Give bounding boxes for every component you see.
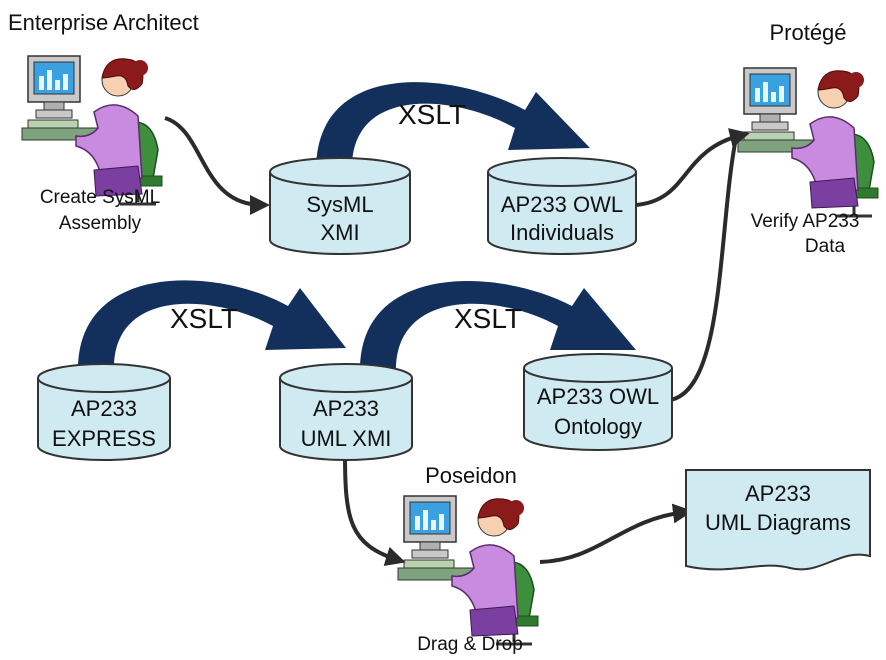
owl-individuals-line2: Individuals xyxy=(510,220,614,245)
xslt-arrow-top: XSLT xyxy=(316,82,590,170)
uml-xmi-line2: UML XMI xyxy=(301,426,392,451)
enterprise-architect-label: Enterprise Architect xyxy=(8,10,199,35)
uml-xmi-cylinder: AP233 UML XMI xyxy=(279,363,413,461)
owl-ontology-cylinder: AP233 OWL Ontology xyxy=(523,353,673,451)
owl-individuals-line1: AP233 OWL xyxy=(501,192,623,217)
drag-drop-caption: Drag & Drop xyxy=(417,634,523,655)
sysml-xmi-line2: XMI xyxy=(320,220,359,245)
arrow-individuals-to-protege xyxy=(635,128,750,207)
xslt-label-right: XSLT xyxy=(454,303,522,334)
owl-individuals-cylinder: AP233 OWL Individuals xyxy=(487,157,637,255)
sysml-xmi-line1: SysML xyxy=(306,192,373,217)
owl-ontology-line2: Ontology xyxy=(554,414,642,439)
create-sysml-caption-line2: Assembly xyxy=(59,213,142,234)
poseidon-label: Poseidon xyxy=(425,463,517,488)
express-line2: EXPRESS xyxy=(52,426,156,451)
sysml-xmi-cylinder: SysML XMI xyxy=(269,157,411,255)
xslt-label-top: XSLT xyxy=(398,99,466,130)
uml-diagrams-line1: AP233 xyxy=(745,481,811,506)
arrow-ea-to-sysml xyxy=(164,116,270,215)
poseidon-person-icon xyxy=(396,494,540,646)
protege-person-icon xyxy=(736,66,880,218)
xslt-arrow-left: XSLT xyxy=(78,280,346,370)
arrow-ontology-to-protege xyxy=(669,137,738,402)
uml-diagrams-line2: UML Diagrams xyxy=(705,510,851,535)
create-sysml-caption-line1: Create SysML xyxy=(40,187,160,208)
owl-ontology-line1: AP233 OWL xyxy=(537,384,659,409)
arrow-poseidon-to-diagrams xyxy=(539,503,693,564)
uml-xmi-line1: AP233 xyxy=(313,396,379,421)
protege-label: Protégé xyxy=(769,20,846,45)
xslt-label-left: XSLT xyxy=(170,303,238,334)
verify-ap233-caption-line2: Data xyxy=(805,236,846,257)
xslt-arrow-right: XSLT xyxy=(360,281,636,370)
enterprise-architect-person-icon xyxy=(20,54,164,206)
verify-ap233-caption-line1: Verify AP233 xyxy=(751,211,860,232)
uml-diagrams-document: AP233 UML Diagrams xyxy=(685,469,871,571)
express-line1: AP233 xyxy=(71,396,137,421)
arrow-umlxmi-to-poseidon xyxy=(343,454,406,566)
express-cylinder: AP233 EXPRESS xyxy=(37,363,171,461)
